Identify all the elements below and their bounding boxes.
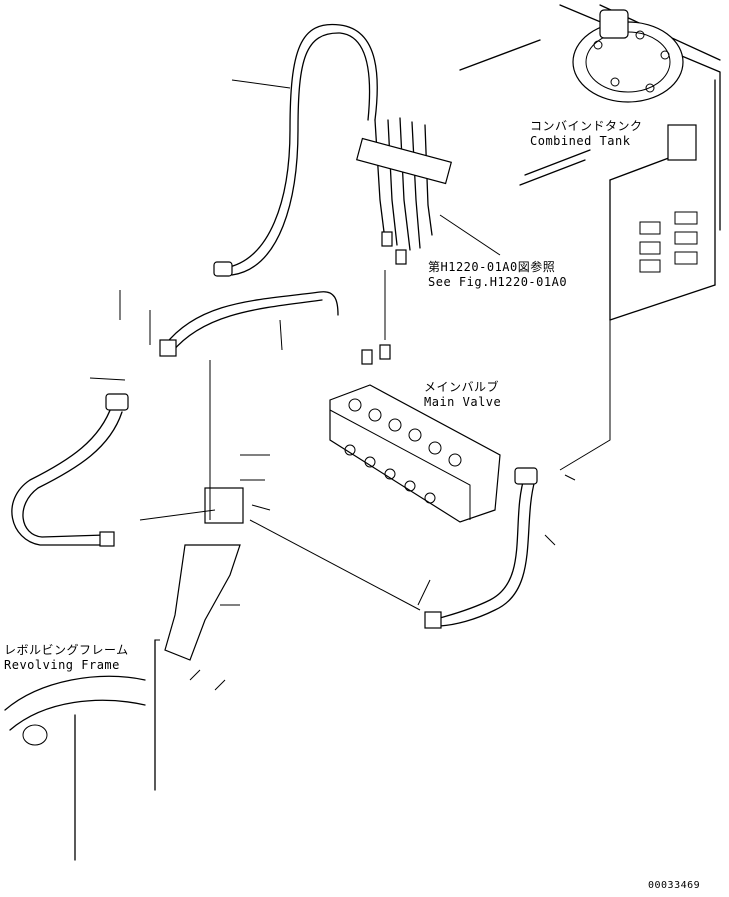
see-fig-label-en: See Fig.H1220-01A0 [428,275,568,289]
suction-hose [159,291,339,357]
revolving-frame [4,639,156,861]
leader-lines [89,79,611,691]
control-hose-bundle [355,117,453,265]
left-hose [11,393,129,547]
revolving-frame-label-jp: レボルビングフレーム [4,643,129,657]
revolving-frame-label-en: Revolving Frame [4,658,120,672]
see-fig-label-jp: 第H1220-01A0図参照 [428,260,556,274]
main-valve-label-jp: メインバルブ [424,380,500,394]
main-valve-label-en: Main Valve [424,395,502,409]
combined-tank-label-en: Combined Tank [530,134,631,148]
drawing-number: 00033469 [648,880,701,891]
combined-tank-label-jp: コンバインドタンク [530,119,643,133]
combined-tank [459,4,721,321]
long-hose [213,23,378,277]
main-valve [329,344,501,523]
right-hose [424,467,538,629]
bracket [164,487,244,661]
